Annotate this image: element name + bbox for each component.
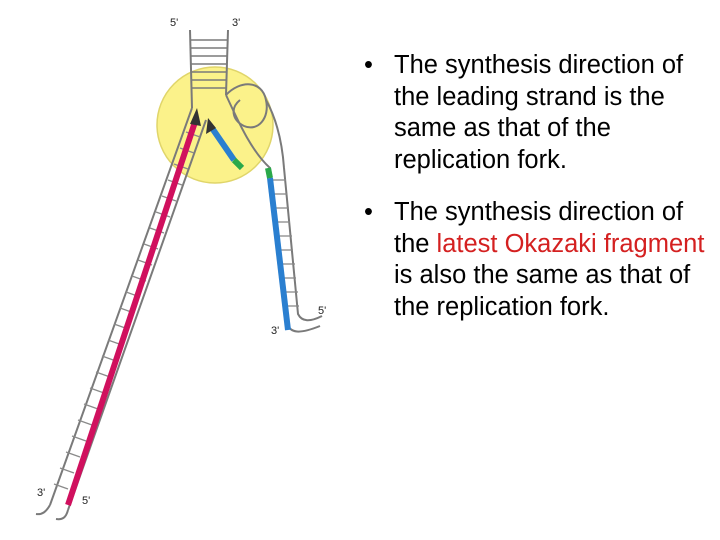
leading-strand-arrowhead <box>190 108 201 126</box>
label-lagging-right: 5' <box>318 305 326 317</box>
parental-duplex <box>189 29 229 109</box>
helicase-circle <box>156 66 274 184</box>
okazaki-primer-2 <box>265 167 273 179</box>
leading-strand <box>65 121 198 506</box>
bullet-text-before: The synthesis direction of the <box>394 198 684 258</box>
latest-okazaki-fragment <box>209 126 237 162</box>
label-top-right: 3' <box>232 17 240 29</box>
label-bottom-right: 5' <box>82 495 90 507</box>
okazaki-arrowhead <box>206 118 216 134</box>
label-lagging-left: 3' <box>271 325 279 337</box>
okazaki-fragment <box>267 177 291 331</box>
label-top-left: 5' <box>170 17 178 29</box>
bullet-symbol: • <box>364 51 373 79</box>
bullet-symbol: • <box>364 198 373 226</box>
bullet-list: • The synthesis direction of the leading… <box>364 50 714 323</box>
okazaki-primer <box>231 157 245 171</box>
bullet-highlight: latest Okazaki fragment <box>436 229 705 258</box>
bullet-okazaki-fragment: • The synthesis direction of the latest … <box>364 197 714 323</box>
bullet-leading-strand: • The synthesis direction of the leading… <box>364 50 714 176</box>
bullet-text: The synthesis direction of the leading s… <box>394 51 684 174</box>
label-bottom-left: 3' <box>37 487 45 499</box>
bullet-text-after: is also the same as that of the replicat… <box>394 261 691 321</box>
replication-fork-diagram: 5' 3' 3' 5' 3' 5' <box>35 17 326 521</box>
